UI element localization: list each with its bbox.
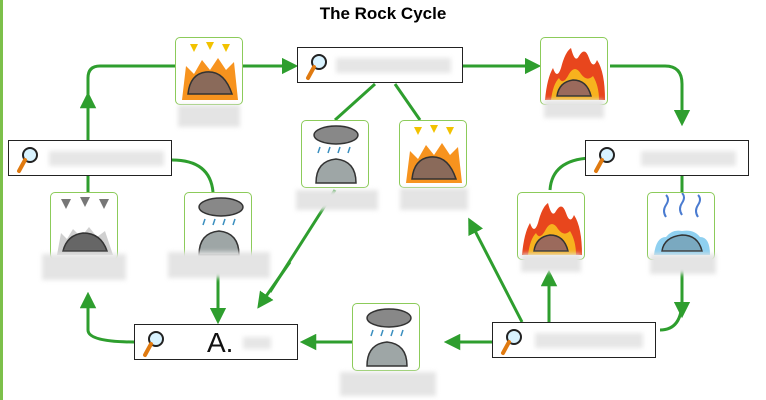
line-top-box-right xyxy=(393,83,422,121)
caption-heat-top xyxy=(178,105,240,127)
label-box-left[interactable] xyxy=(8,140,172,176)
magnifier-icon[interactable] xyxy=(593,146,617,173)
arrow-a-to-left xyxy=(79,291,135,344)
caption-melt-right xyxy=(521,254,581,272)
arrow-bottom-right-left xyxy=(659,299,684,332)
line-left-box-to-weather xyxy=(171,158,215,193)
label-box-a[interactable]: A. xyxy=(134,324,298,360)
heat-pressure-rock-icon[interactable] xyxy=(175,37,243,105)
line-br-to-heat xyxy=(468,217,524,323)
cooling-rock-icon[interactable] xyxy=(647,192,715,260)
line-right-box-to-melt xyxy=(548,156,591,191)
arrow-weather-to-a xyxy=(257,261,292,309)
magnifier-icon[interactable] xyxy=(305,53,329,80)
magnifier-icon[interactable] xyxy=(16,146,40,173)
caption-melt-top xyxy=(544,100,604,118)
label-box-bottom-right[interactable] xyxy=(492,322,656,358)
weathering-rock-icon[interactable] xyxy=(352,303,420,371)
label-box-right[interactable] xyxy=(585,140,749,176)
magnifier-icon[interactable] xyxy=(142,330,166,357)
caption-weather-mid xyxy=(296,190,378,210)
caption-heat-mid xyxy=(400,188,468,210)
label-box-top[interactable] xyxy=(297,47,463,83)
arrow-melt-down xyxy=(610,64,691,127)
caption-cooling xyxy=(650,254,716,274)
weathering-rock-icon[interactable] xyxy=(301,120,369,188)
melting-rock-icon[interactable] xyxy=(517,192,585,260)
caption-weather-left xyxy=(168,252,270,278)
magnifier-icon[interactable] xyxy=(500,328,524,355)
weathering-rock-icon[interactable] xyxy=(184,192,252,260)
left-accent-bar xyxy=(0,0,3,400)
compaction-rock-icon[interactable] xyxy=(50,192,118,260)
caption-compaction xyxy=(42,254,126,280)
caption-weather-bottom xyxy=(340,372,436,396)
heat-pressure-rock-icon[interactable] xyxy=(399,120,467,188)
diagram-title: The Rock Cycle xyxy=(319,4,447,23)
arrow-top-left xyxy=(86,64,178,105)
line-top-box-left xyxy=(333,82,377,122)
answer-label-a: A. xyxy=(207,327,234,358)
melting-rock-icon[interactable] xyxy=(540,37,608,105)
